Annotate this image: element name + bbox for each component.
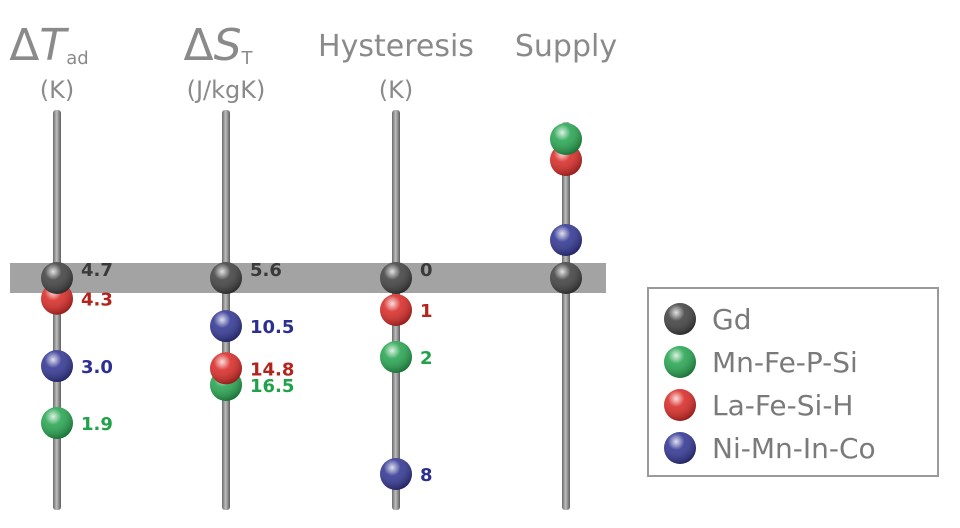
value-label-2-la-fe-si-h: 14.8 <box>250 359 294 380</box>
value-label-1-la-fe-si-h: 4.3 <box>81 290 113 311</box>
point-1-mn-fe-p-si <box>41 407 73 439</box>
legend-marker-ni-mn-in-co <box>664 432 696 464</box>
legend-marker-la-fe-si-h <box>664 389 696 421</box>
value-label-2-gd: 5.6 <box>250 260 282 281</box>
point-3-mn-fe-p-si <box>380 341 412 373</box>
header-hysteresis: Hysteresis <box>318 29 474 64</box>
axis-rod-2 <box>222 110 230 510</box>
header-unit-2: (J/kgK) <box>187 76 266 104</box>
value-label-3-mn-fe-p-si: 2 <box>420 348 433 369</box>
point-3-ni-mn-in-co <box>380 458 412 490</box>
header-symbol-1: ΔTad <box>9 20 88 71</box>
header-supply: Supply <box>515 29 617 64</box>
reference-band <box>10 263 606 293</box>
legend-frame <box>647 287 939 477</box>
value-label-1-mn-fe-p-si: 1.9 <box>81 414 113 435</box>
point-4-gd <box>550 262 582 294</box>
point-2-la-fe-si-h <box>210 352 242 385</box>
value-label-1-ni-mn-in-co: 3.0 <box>81 357 113 378</box>
point-4-ni-mn-in-co <box>550 224 582 256</box>
point-3-gd <box>380 262 412 294</box>
value-label-3-gd: 0 <box>420 260 433 281</box>
point-4-mn-fe-p-si <box>550 123 582 155</box>
value-label-1-gd: 4.7 <box>81 260 113 281</box>
header-unit-1: (K) <box>40 76 74 104</box>
legend-label-la-fe-si-h: La-Fe-Si-H <box>712 389 853 422</box>
point-1-ni-mn-in-co <box>41 350 73 383</box>
legend-label-ni-mn-in-co: Ni-Mn-In-Co <box>712 432 876 465</box>
legend-label-mn-fe-p-si: Mn-Fe-P-Si <box>712 346 858 379</box>
axis-rod-4 <box>562 122 570 510</box>
legend-label-gd: Gd <box>712 303 751 336</box>
point-2-gd <box>210 262 242 294</box>
point-3-la-fe-si-h <box>380 294 412 326</box>
point-2-ni-mn-in-co <box>210 310 242 343</box>
legend-marker-gd <box>664 303 696 335</box>
point-1-gd <box>41 262 73 294</box>
value-label-3-ni-mn-in-co: 8 <box>420 465 433 486</box>
value-label-2-mn-fe-p-si: 16.5 <box>250 376 294 397</box>
header-symbol-2: ΔST <box>183 20 253 71</box>
value-label-3-la-fe-si-h: 1 <box>420 301 433 322</box>
legend-marker-mn-fe-p-si <box>664 346 696 378</box>
header-unit-3: (K) <box>379 76 413 104</box>
value-label-2-ni-mn-in-co: 10.5 <box>250 317 294 338</box>
